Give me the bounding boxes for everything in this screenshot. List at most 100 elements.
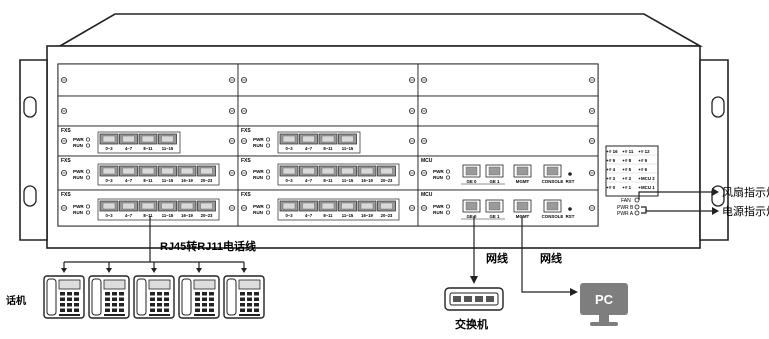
slot-status-led [622, 150, 625, 153]
fan-callout-arrow [712, 188, 719, 196]
port-panel-frame [277, 198, 400, 221]
phone-cable-arrow [241, 268, 247, 273]
port-range-label: 8~11 [323, 146, 333, 151]
reset-button[interactable] [568, 172, 572, 176]
phone-key [60, 308, 65, 312]
port-range-label: 8~11 [143, 213, 153, 218]
port-socket [282, 167, 296, 175]
port-socket [488, 166, 501, 176]
slot-status-led [622, 186, 625, 189]
pwr-led [445, 204, 451, 209]
slot-status-label: # 5 [625, 167, 632, 172]
port-panel-frame [97, 131, 181, 154]
mcu-port-label: GE 1 [489, 214, 500, 219]
phone-key [74, 303, 79, 307]
phone-display [103, 279, 126, 290]
slot-status-led [606, 186, 609, 189]
led-run-label: RUN [73, 210, 84, 215]
port-range-label: 11~15 [162, 213, 174, 218]
port-socket [122, 135, 135, 143]
phone-key [150, 297, 155, 301]
port-panel-frame [277, 163, 400, 186]
phone-handset-icon [46, 278, 57, 316]
phone-key [112, 303, 117, 307]
phone-key [195, 297, 200, 301]
rj45-rj11-label: RJ45转RJ11电话线 [160, 239, 256, 253]
pwr-led [445, 169, 451, 174]
port-socket [200, 202, 213, 210]
phone-key [157, 308, 162, 312]
fan-indicator-label: 风扇指示灯 [722, 185, 769, 199]
slot-status-label: # 2 [625, 176, 632, 181]
slot-status-label: MCU 1 [641, 185, 655, 190]
pc-device [580, 283, 628, 326]
phone-key [240, 308, 245, 312]
pwr-a-led [634, 210, 640, 216]
slot-status-label: # 6 [641, 167, 648, 172]
phone-key [240, 303, 245, 307]
phone-display [58, 279, 81, 290]
phone-key [254, 297, 259, 301]
port-panel-frame [97, 163, 220, 186]
port-range-label: 11~15 [162, 146, 174, 151]
port-socket [180, 202, 194, 210]
mcu-port-label: MGMT [516, 214, 530, 219]
right-ear-hole-top [711, 96, 725, 118]
phone-display [238, 279, 261, 290]
switch-device [444, 287, 504, 311]
port-range-label: 8~11 [143, 146, 153, 151]
cable-label-pc: 网线 [540, 251, 562, 265]
port-range-label: 8~11 [323, 213, 333, 218]
port-socket [282, 135, 296, 143]
phone-display [148, 279, 171, 290]
port-range-label: 11~15 [342, 146, 354, 151]
switch-label: 交换机 [455, 317, 488, 331]
port-socket [141, 135, 155, 143]
pc-label: PC [595, 292, 614, 307]
port-socket [360, 202, 374, 210]
port-range-label: 0~3 [285, 178, 293, 183]
slot-frame [237, 95, 419, 127]
phone-key [209, 308, 214, 312]
slot-status-label: # 8 [625, 158, 632, 163]
slot-status-label: # 9 [641, 158, 648, 163]
port-socket [341, 202, 354, 210]
pwr-b-led-label: PWR B [617, 205, 634, 211]
pwr-led [85, 169, 91, 174]
phone-key [60, 292, 65, 296]
slot-frame [417, 189, 599, 227]
run-led [445, 175, 451, 180]
port-socket [341, 135, 354, 143]
slot-status-led [638, 150, 641, 153]
phone-key [247, 292, 252, 296]
run-led [85, 175, 91, 180]
port-socket [321, 135, 335, 143]
phone-key [105, 297, 110, 301]
pwr-b-led [634, 204, 640, 210]
slot-frame [57, 95, 239, 127]
phone-key [67, 303, 72, 307]
led-run-label: RUN [73, 175, 84, 180]
phone-brand-strip [59, 314, 80, 316]
port-range-label: 4~7 [125, 178, 133, 183]
port-socket [200, 167, 213, 175]
port-socket [321, 167, 335, 175]
phone-key [112, 308, 117, 312]
phone-key [105, 308, 110, 312]
slot-frame [417, 95, 599, 127]
led-pwr-label: PWR [73, 137, 84, 142]
port-range-label: 20~23 [381, 178, 393, 183]
port-range-label: 11~15 [342, 213, 354, 218]
port-socket [282, 202, 296, 210]
phone-handset-icon [226, 278, 237, 316]
phone-brand-strip [149, 314, 170, 316]
card-type-label: FXS [241, 128, 251, 134]
port-range-label: 16~19 [361, 213, 373, 218]
reset-button[interactable] [568, 207, 572, 211]
phone-key [202, 308, 207, 312]
phone-key [195, 292, 200, 296]
port-range-label: 16~19 [181, 178, 193, 183]
led-pwr-label: PWR [433, 204, 444, 209]
